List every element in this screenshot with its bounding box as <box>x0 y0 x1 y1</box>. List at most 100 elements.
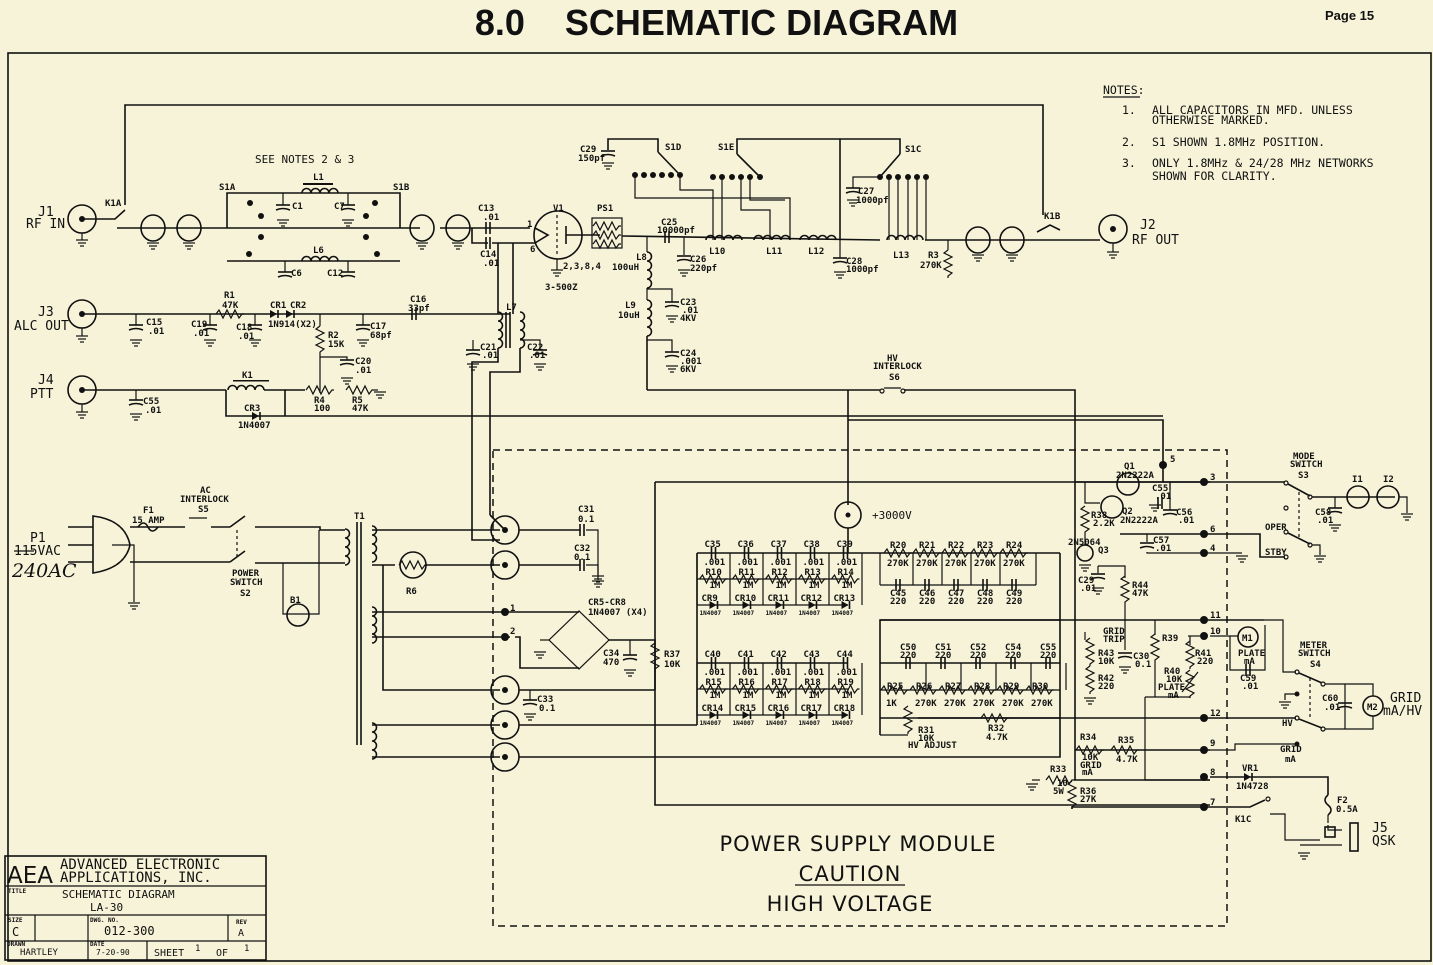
j1-ref: J1 <box>38 205 54 220</box>
f1-ref: F1 <box>143 506 154 516</box>
divider-res-val: 270K <box>944 699 966 709</box>
r32-val: 4.7K <box>986 733 1008 743</box>
c58-val: .01 <box>1317 516 1333 526</box>
ladder-res-val: 1M <box>710 581 721 591</box>
terminal-6: 6 <box>1210 525 1215 535</box>
divider-res-ref: R30 <box>1032 682 1048 692</box>
ladder-diode-ref: CR9 <box>702 594 718 604</box>
divider-cap-val: 220 <box>1040 651 1056 661</box>
terminal-3: 3 <box>1210 473 1215 483</box>
r31-name: HV ADJUST <box>908 741 957 751</box>
divider-cap-val: 220 <box>890 597 906 607</box>
ladder-cap-val: .001 <box>737 558 759 568</box>
rev-label: REV <box>236 919 247 926</box>
r42-val: 220 <box>1098 682 1114 692</box>
ladder-res-ref: R10 <box>706 568 722 578</box>
p1-handwritten-voltage: 240AC <box>11 560 77 582</box>
hv-ladder-bottom: C40.001R151MCR141N4007C41.001R161MCR151N… <box>696 650 863 727</box>
l9-ref: L9 <box>625 301 636 311</box>
module-line3: HIGH VOLTAGE <box>767 892 934 916</box>
c30-ref: C30 <box>1133 652 1149 662</box>
q3-val: 2N5064 <box>1068 538 1101 548</box>
j5-qsk-jack: J5 QSK <box>1300 821 1396 852</box>
divider-res-ref: R25 <box>887 682 903 692</box>
divider-res-val: 270K <box>945 559 967 569</box>
module-line2: CAUTION <box>799 862 902 886</box>
ladder-res-ref: R14 <box>838 568 855 578</box>
m1-ref: M1 <box>1242 634 1253 644</box>
l1-label: L1 <box>313 173 324 183</box>
r33-ref: R33 <box>1050 765 1066 775</box>
c29-ref: C29 <box>580 145 596 155</box>
drawing-frame <box>7 52 1432 962</box>
ladder-diode-val: 1N4007 <box>733 720 755 727</box>
ladder-diode-val: 1N4007 <box>832 720 854 727</box>
ladder-diode-ref: CR10 <box>735 594 757 604</box>
ladder-diode-val: 1N4007 <box>799 610 821 617</box>
ladder-cap-val: .001 <box>803 668 825 678</box>
dwg-label: DWG. NO. <box>90 917 119 924</box>
ladder-res-ref: R19 <box>838 678 854 688</box>
c60-ref: C60 <box>1322 694 1338 704</box>
j2-rf-out-connector: J2 RF OUT <box>1098 214 1179 259</box>
s3-mode-switch[interactable]: MODE SWITCH S3 OPER STBY <box>1210 452 1327 563</box>
s3-oper-label: OPER <box>1265 523 1287 533</box>
aea-logo: AEA <box>7 863 53 889</box>
grid-trip-line1: GRID <box>1103 627 1125 637</box>
dwg-number: 012-300 <box>104 924 155 938</box>
relay-k1-coil-icon <box>227 384 265 391</box>
grid-ma-line1: GRID <box>1280 745 1302 755</box>
divider-res-val: 270K <box>887 559 909 569</box>
r33-val: 10 <box>1057 779 1068 789</box>
module-bnc-terminals <box>490 515 520 772</box>
divider-res-ref: R29 <box>1003 682 1019 692</box>
c13-val: .01 <box>483 213 499 223</box>
divider-cap-ref: C52 <box>970 643 986 653</box>
company-line2: APPLICATIONS, INC. <box>60 870 212 886</box>
c14-ref: C14 <box>480 250 497 260</box>
s5-line2: INTERLOCK <box>180 495 229 505</box>
c34-val: 470 <box>603 658 619 668</box>
v1-type: 3-500Z <box>545 283 578 293</box>
notes-heading: NOTES: <box>1103 83 1145 97</box>
c59-ref: C59 <box>1240 674 1256 684</box>
v1-pin1: 1 <box>527 220 532 230</box>
date-label: DATE <box>90 941 105 948</box>
c28-val: 1000pf <box>846 265 879 275</box>
c23-val: .01 <box>682 306 698 316</box>
terminal-10: 10 <box>1210 627 1221 637</box>
s4-meter-switch[interactable]: METER SWITCH S4 HV <box>1278 641 1331 732</box>
ladder-cap-ref: C43 <box>804 650 820 660</box>
b1-blower-icon <box>286 603 310 627</box>
ladder-cap-ref: C38 <box>804 540 820 550</box>
divider-cap-ref: C55 <box>1040 643 1056 653</box>
c17-val: 68pf <box>370 331 392 341</box>
c25-val: 10000pf <box>657 226 695 236</box>
c1-label: C1 <box>292 202 303 212</box>
note-3-line2: SHOWN FOR CLARITY. <box>1152 169 1277 183</box>
c31-val: 0.1 <box>578 515 594 525</box>
ladder-diode-ref: CR15 <box>735 704 757 714</box>
v1-vacuum-tube: V1 1 6 2,3,8,4 3-500Z <box>527 204 602 293</box>
c29b-ref: C29 <box>1078 576 1094 586</box>
ladder-diode-val: 1N4007 <box>700 610 722 617</box>
c57-ref: C57 <box>1153 536 1169 546</box>
divider-cap-val: 220 <box>948 597 964 607</box>
drawn-by: HARTLEY <box>20 948 59 958</box>
p1-ac-plug: P1 115VAC 240AC <box>11 515 131 582</box>
r38-ref: R38 <box>1091 511 1107 521</box>
k1b-label: K1B <box>1044 212 1061 222</box>
c58-ref: C58 <box>1315 508 1331 518</box>
ladder-res-val: 1M <box>809 581 820 591</box>
r43-val: 10K <box>1098 657 1115 667</box>
q3-ref: Q3 <box>1098 546 1109 556</box>
ladder-cap-val: .001 <box>770 558 792 568</box>
divider-cap-val: 220 <box>977 597 993 607</box>
c34-ref: C34 <box>603 649 620 659</box>
s3-line2: SWITCH <box>1290 460 1323 470</box>
ladder-res-ref: R18 <box>805 678 821 688</box>
r31-ref: R31 <box>918 726 934 736</box>
divider-cap-ref: C49 <box>1006 589 1022 599</box>
l11-label: L11 <box>766 247 782 257</box>
s4-line1: METER <box>1300 641 1328 651</box>
